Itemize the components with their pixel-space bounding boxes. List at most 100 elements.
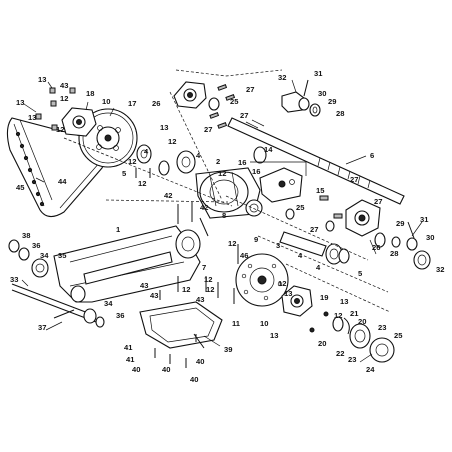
rear-axle (227, 117, 405, 205)
callout-34: 34 (40, 251, 49, 260)
callout-27: 27 (374, 197, 382, 206)
callout-4: 4 (316, 263, 321, 272)
callout-12: 12 (218, 169, 226, 178)
callout-12: 12 (334, 311, 342, 320)
callout-12: 12 (278, 279, 286, 288)
brake-caliper (250, 161, 307, 203)
sprocket-hub (61, 107, 97, 137)
callout-39: 39 (224, 345, 232, 354)
callout-13: 13 (270, 331, 278, 340)
callout-12: 12 (204, 275, 212, 284)
callout-25: 25 (230, 97, 239, 106)
callout-19: 19 (320, 293, 328, 302)
callout-21: 21 (350, 309, 359, 318)
callout-28: 28 (336, 109, 344, 118)
skid-plate (139, 301, 223, 349)
spacer-and-bearings-right (279, 208, 350, 265)
callout-12: 12 (60, 94, 68, 103)
callout-32: 32 (278, 73, 286, 82)
callout-29: 29 (396, 219, 404, 228)
callout-12: 12 (138, 179, 146, 188)
callout-8: 8 (222, 211, 226, 220)
callout-6: 6 (370, 151, 374, 160)
callout-10: 10 (260, 319, 268, 328)
hub-studs (35, 87, 76, 131)
callout-44: 44 (58, 177, 67, 186)
callout-34: 34 (104, 299, 113, 308)
callout-41: 41 (126, 355, 135, 364)
callout-16: 16 (252, 167, 260, 176)
callout-26: 26 (372, 243, 380, 252)
callout-43: 43 (140, 281, 148, 290)
pivot-bearings-left (8, 239, 105, 328)
callout-35: 35 (58, 251, 67, 260)
hub-right (319, 195, 431, 270)
callout-37: 37 (38, 323, 46, 332)
callout-41: 41 (124, 343, 133, 352)
callout-16: 16 (238, 158, 246, 167)
callout-27: 27 (246, 85, 254, 94)
callout-36: 36 (32, 241, 40, 250)
swing-arm (53, 225, 201, 303)
carrier-bearings-left (136, 144, 267, 176)
callout-12: 12 (206, 285, 214, 294)
callout-3: 3 (276, 241, 280, 250)
callout-23: 23 (348, 355, 356, 364)
callout-4: 4 (144, 147, 149, 156)
callout-11: 11 (232, 319, 241, 328)
callout-30: 30 (318, 89, 326, 98)
callout-40: 40 (132, 365, 140, 374)
callout-15: 15 (316, 186, 325, 195)
callout-4: 4 (298, 251, 303, 260)
callout-23: 23 (378, 323, 386, 332)
assembly-guide-lines (63, 69, 391, 313)
callout-13: 13 (340, 297, 348, 306)
callout-40: 40 (162, 365, 170, 374)
callout-4: 4 (196, 151, 201, 160)
callout-7: 7 (202, 263, 206, 272)
callout-33: 33 (10, 275, 18, 284)
callout-labels: 13 43 18 13 12 10 17 13 12 13 12 4 4 12 … (10, 69, 444, 384)
callout-24: 24 (366, 365, 375, 374)
callout-9: 9 (254, 235, 258, 244)
callout-13: 13 (38, 75, 46, 84)
callout-30: 30 (426, 233, 434, 242)
callout-12: 12 (182, 285, 190, 294)
leader-lines (21, 79, 423, 363)
callout-26: 26 (152, 99, 160, 108)
callout-12: 12 (56, 125, 64, 134)
callout-36: 36 (116, 311, 124, 320)
callout-5: 5 (358, 269, 363, 278)
callout-42: 42 (164, 191, 172, 200)
callout-13: 13 (284, 289, 292, 298)
callout-29: 29 (328, 97, 336, 106)
callout-14: 14 (264, 145, 273, 154)
brake-disc (235, 253, 289, 307)
brake-disc-hub (281, 285, 313, 317)
callout-40: 40 (190, 375, 198, 384)
skid-bolts (154, 276, 197, 368)
callout-31: 31 (314, 69, 323, 78)
callout-2: 2 (216, 157, 220, 166)
callout-27: 27 (310, 225, 318, 234)
callout-18: 18 (86, 89, 94, 98)
callout-43: 43 (196, 295, 204, 304)
callout-13: 13 (160, 123, 168, 132)
axle-nut-set-upper (281, 79, 321, 117)
callout-38: 38 (22, 231, 30, 240)
callout-1: 1 (116, 225, 121, 234)
callout-20: 20 (318, 339, 326, 348)
callout-20: 20 (358, 317, 366, 326)
mount-bolts (135, 168, 239, 304)
callout-12: 12 (128, 157, 136, 166)
callout-40: 40 (196, 357, 204, 366)
callout-32: 32 (436, 265, 444, 274)
callout-43: 43 (60, 81, 68, 90)
lower-right-assembly (309, 311, 395, 363)
hub-upper-left (173, 81, 236, 129)
callout-27: 27 (204, 125, 212, 134)
callout-25: 25 (394, 331, 403, 340)
callout-12: 12 (228, 239, 236, 248)
callout-12: 12 (168, 137, 176, 146)
